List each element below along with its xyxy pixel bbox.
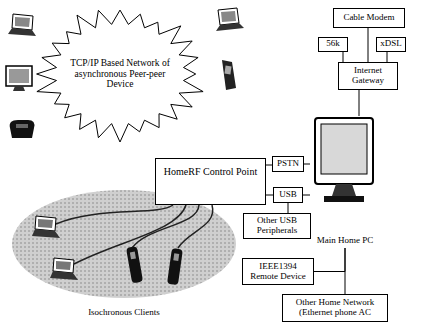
client-ellipse (12, 190, 236, 298)
node-label: USB (279, 190, 297, 200)
connector-line (345, 248, 346, 294)
handset-icon (222, 60, 236, 90)
remote-icon (126, 246, 143, 283)
connector-line (343, 52, 344, 63)
client-wire (56, 205, 173, 224)
network-cloud: TCP/IP Based Network of asynchronous Pee… (30, 4, 210, 144)
connector-line (304, 164, 310, 165)
monitor-illustration (310, 116, 380, 248)
connector-line (266, 195, 273, 196)
port-box: USB (273, 187, 303, 203)
device-box: xDSL (376, 37, 406, 52)
device-box: Other USB Peripherals (243, 213, 311, 239)
node-label: Cable Modem (343, 13, 394, 23)
client-region: Isochronous Clients (8, 186, 240, 320)
node-label: Main Home PC (317, 236, 374, 246)
monitor-screen (321, 124, 367, 174)
laptop-icon (216, 8, 244, 31)
client-wire (132, 205, 199, 248)
control-point-box: HomeRF Control Point (155, 158, 266, 205)
node-label: TCP/IP Based Network of asynchronous Pee… (70, 58, 170, 89)
node-label: Other Home Network (Ethernet phone AC (285, 298, 385, 318)
node-label: Internet Gateway (341, 66, 395, 86)
client-area (8, 186, 240, 320)
starburst (37, 10, 204, 142)
pc-node: Main Home PC (310, 116, 380, 248)
node-label: PSTN (277, 159, 299, 169)
connector-line (359, 90, 360, 116)
node-label: Other USB Peripherals (246, 216, 308, 236)
device-box: IEEE1394 Remote Device (242, 258, 314, 285)
connector-line (303, 195, 310, 196)
monitor-stand (332, 184, 356, 196)
client-wire (178, 205, 213, 248)
node-label: HomeRF Control Point (164, 166, 257, 177)
monitor-base (324, 196, 364, 202)
node-label: IEEE1394 Remote Device (245, 262, 311, 282)
connector-line (314, 248, 345, 272)
laptop-icon (8, 14, 36, 36)
connector-line (288, 203, 289, 213)
connector-line (368, 28, 369, 62)
port-box: PSTN (272, 156, 304, 172)
connector-line (387, 52, 388, 63)
device-box: 56k (318, 37, 348, 52)
monitor-icon (6, 66, 32, 91)
laptop-icon (50, 258, 78, 280)
node-label: 56k (326, 39, 340, 49)
laptop-icon (32, 216, 60, 238)
phone-icon (10, 120, 35, 138)
device-box: Cable Modem (333, 8, 405, 28)
gateway-box: Internet Gateway (338, 62, 398, 90)
node-label: xDSL (380, 39, 402, 49)
monitor-frame (315, 118, 373, 184)
device-box: Other Home Network (Ethernet phone AC (282, 294, 388, 322)
remote-icon (167, 248, 183, 285)
node-label: Isochronous Clients (88, 308, 160, 318)
